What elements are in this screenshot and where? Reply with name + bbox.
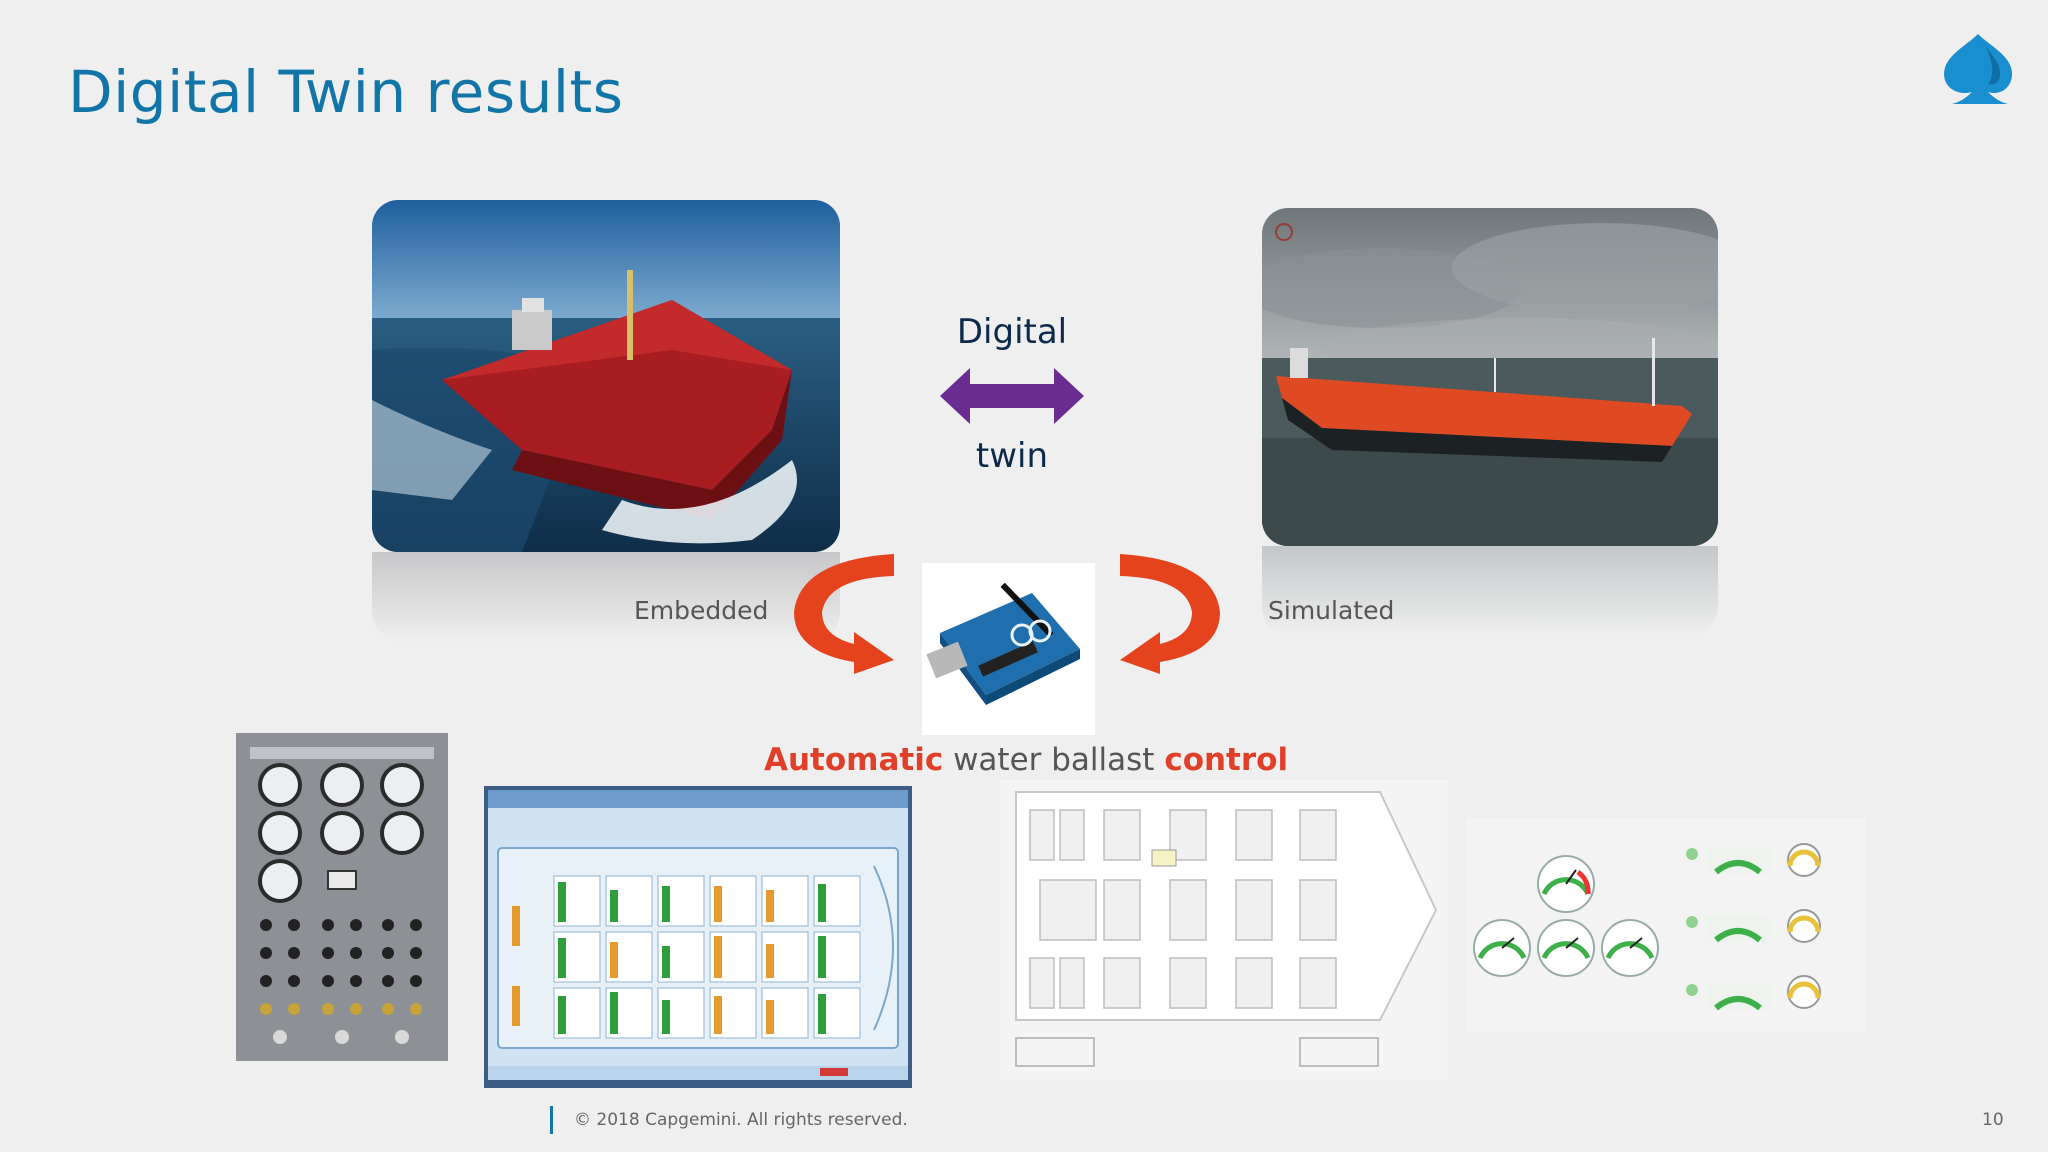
copyright-footer: © 2018 Capgemini. All rights reserved.: [574, 1110, 908, 1130]
footer-divider: [550, 1106, 553, 1134]
embedded-caption: Embedded: [634, 596, 769, 625]
digital-label: Digital: [956, 312, 1068, 352]
subtitle-automatic: Automatic: [764, 742, 944, 778]
capgemini-spade-logo-icon: [1944, 34, 2012, 104]
arduino-board-image: [922, 563, 1095, 735]
curved-arrow-left-icon: [794, 554, 894, 674]
tank-monitoring-screen: [484, 786, 912, 1088]
ballast-subtitle: Automatic water ballast control: [764, 742, 1288, 778]
control-panel-photo: [236, 733, 448, 1061]
arduino-board-icon: [926, 582, 1080, 705]
double-headed-arrow-icon: [940, 368, 1084, 424]
slide-title: Digital Twin results: [68, 58, 624, 126]
twin-label: twin: [975, 436, 1049, 476]
real-ship-reflection: [372, 552, 840, 642]
simulated-caption: Simulated: [1268, 596, 1395, 625]
ballast-tank-diagram: [1000, 780, 1448, 1080]
subtitle-control: control: [1164, 742, 1289, 778]
real-ship-photo: [372, 200, 840, 552]
simulated-ship-reflection: [1262, 546, 1718, 636]
subtitle-middle: water ballast: [943, 742, 1165, 778]
pressure-gauges-panel: [1466, 818, 1866, 1032]
simulated-ship-render: [1262, 208, 1718, 546]
curved-arrow-right-icon: [1120, 554, 1220, 674]
page-number: 10: [1982, 1110, 2004, 1130]
